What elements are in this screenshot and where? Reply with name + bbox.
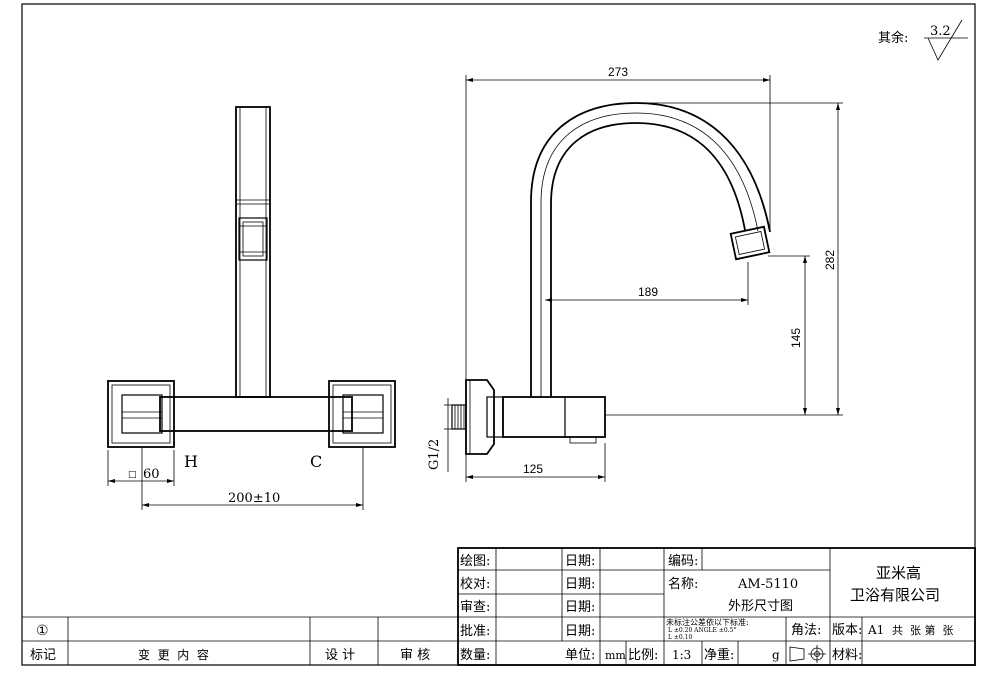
label-code: 编码: bbox=[668, 554, 698, 569]
label-draw: 绘图: bbox=[460, 554, 490, 569]
version-value: A1 bbox=[867, 623, 884, 637]
side-body bbox=[502, 396, 606, 438]
roughness-mark bbox=[924, 19, 968, 61]
label-material: 材料: bbox=[832, 648, 862, 663]
surface-label: 其余: bbox=[878, 30, 908, 46]
label-name: 名称: bbox=[668, 576, 698, 592]
front-body bbox=[159, 396, 353, 432]
dim-total-height: 282 bbox=[823, 250, 837, 270]
surface-value: 3.2 bbox=[930, 24, 951, 39]
side-thread bbox=[451, 404, 467, 430]
weight-unit: g bbox=[772, 648, 780, 662]
label-date-2: 日期: bbox=[565, 577, 595, 592]
front-view: H C □ 60 200±10 bbox=[107, 106, 396, 510]
label-check: 校对: bbox=[460, 576, 490, 592]
label-unit: 单位: bbox=[565, 648, 595, 663]
title-block: 绘图: 校对: 审查: 批准: 数量: 日期: 日期: 日期: 日期: 单位: … bbox=[457, 547, 976, 666]
label-review: 审查: bbox=[460, 600, 490, 615]
cold-label: C bbox=[310, 452, 322, 471]
label-date-3: 日期: bbox=[565, 600, 595, 615]
label-mark: 标记 bbox=[30, 648, 56, 663]
front-flange-right bbox=[328, 380, 396, 448]
dim-center-spacing: 200±10 bbox=[228, 491, 280, 506]
model-number: AM-5110 bbox=[737, 577, 798, 592]
unit-value: mm bbox=[605, 649, 626, 662]
sheet-count: 共 张 第 张 bbox=[892, 623, 953, 637]
label-design: 设 计 bbox=[325, 648, 355, 663]
company-line-2: 卫浴有限公司 bbox=[850, 586, 940, 604]
dim-square-symbol: □ bbox=[128, 470, 137, 480]
label-version: 版本: bbox=[832, 623, 862, 638]
dim-thread: G1/2 bbox=[427, 439, 442, 470]
tolerance-line-1: L ±0.20 ANGLE ±0.5° bbox=[668, 627, 736, 634]
dim-reach: 189 bbox=[638, 285, 658, 299]
side-aerator bbox=[729, 225, 771, 261]
label-change: 变 更 内 容 bbox=[138, 647, 209, 662]
label-angle: 角法: bbox=[791, 623, 821, 638]
scale-value: 1:3 bbox=[672, 648, 691, 662]
company-line-1: 亚米高 bbox=[876, 564, 921, 582]
dim-outlet-height: 145 bbox=[789, 328, 803, 348]
dim-total-width: 273 bbox=[608, 65, 628, 79]
hot-label: H bbox=[184, 452, 198, 471]
projection-symbol bbox=[789, 645, 826, 663]
tolerance-note: 未标注公差依以下标准: bbox=[666, 617, 749, 627]
label-date-1: 日期: bbox=[565, 554, 595, 569]
dim-flange-width: 60 bbox=[143, 467, 160, 482]
front-aerator bbox=[238, 217, 268, 261]
label-date-4: 日期: bbox=[565, 624, 595, 639]
revision-block: ① 标记 变 更 内 容 设 计 审 核 bbox=[22, 616, 458, 665]
drawing-name: 外形尺寸图 bbox=[728, 599, 793, 614]
label-net-weight: 净重: bbox=[704, 647, 734, 663]
tolerance-line-2: L ±0.10 bbox=[668, 634, 692, 641]
revision-mark: ① bbox=[36, 623, 49, 639]
label-quantity: 数量: bbox=[460, 648, 490, 663]
front-flange-left bbox=[107, 380, 175, 448]
label-approve: 批准: bbox=[460, 624, 490, 639]
label-audit: 审 核 bbox=[400, 648, 430, 663]
dim-base-length: 125 bbox=[523, 462, 543, 476]
surface-roughness: 其余: 3.2 bbox=[878, 19, 968, 61]
label-scale: 比例: bbox=[628, 648, 658, 663]
side-view: G1/2 273 282 145 189 125 bbox=[427, 65, 843, 482]
side-spout-inner bbox=[550, 122, 746, 397]
